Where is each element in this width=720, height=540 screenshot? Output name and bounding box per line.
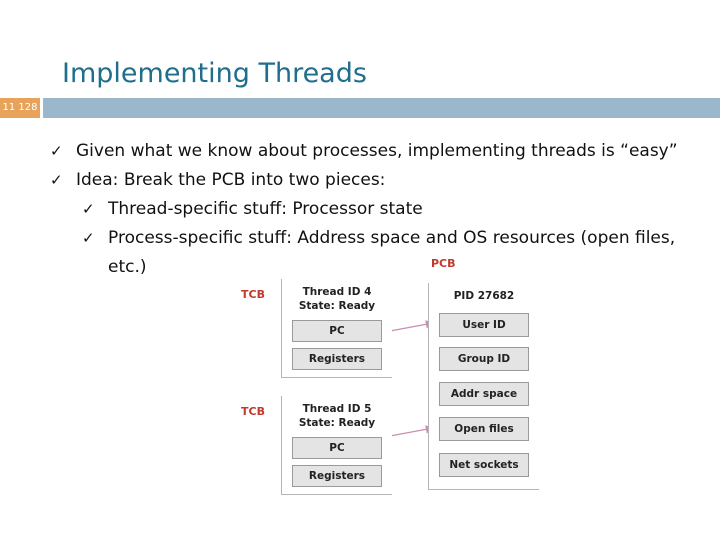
check-icon: ✓ (82, 229, 95, 247)
bullet-text: Given what we know about processes, impl… (76, 141, 678, 161)
tcb-panel-thread-4: Thread ID 4 State: Ready PC Registers (281, 279, 392, 378)
tcb-label: TCB (241, 288, 265, 301)
tcb-field-pc: PC (292, 437, 382, 459)
tcb-field-registers: Registers (292, 465, 382, 487)
bullet-item: ✓ Given what we know about processes, im… (50, 137, 678, 166)
bullet-list: ✓ Given what we know about processes, im… (50, 137, 678, 282)
arrow-tcb2-to-pcb (389, 425, 435, 437)
pcb-field-addr-space: Addr space (439, 382, 529, 406)
pcb-field-group-id: Group ID (439, 347, 529, 371)
pcb-tcb-diagram: PCB TCB TCB Thread ID 4 State: Ready PC … (235, 255, 545, 500)
arrows (389, 320, 435, 437)
tcb-field-registers: Registers (292, 348, 382, 370)
bullet-text: Thread-specific stuff: Processor state (108, 199, 423, 219)
check-icon: ✓ (50, 142, 63, 160)
check-icon: ✓ (50, 171, 63, 189)
arrow-tcb1-to-pcb (389, 320, 435, 332)
slide-title: Implementing Threads (62, 58, 367, 89)
slide-number: 11 128 (0, 98, 40, 118)
tcb-field-pc: PC (292, 320, 382, 342)
header-bar (43, 98, 720, 118)
bullet-item: ✓ Idea: Break the PCB into two pieces: (50, 166, 678, 195)
pcb-field-user-id: User ID (439, 313, 529, 337)
bullet-continuation: etc.) (108, 257, 147, 277)
thread-state: State: Ready (298, 417, 376, 429)
bullet-text: Idea: Break the PCB into two pieces: (76, 170, 386, 190)
pcb-pid: PID 27682 (453, 290, 515, 302)
thread-id: Thread ID 4 (302, 286, 372, 298)
sub-bullet-item: ✓ Process-specific stuff: Address space … (50, 224, 678, 253)
thread-state: State: Ready (298, 300, 376, 312)
tcb-panel-thread-5: Thread ID 5 State: Ready PC Registers (281, 396, 392, 495)
pcb-label: PCB (431, 257, 456, 270)
bullet-text: Process-specific stuff: Address space an… (108, 228, 676, 248)
pcb-field-net-sockets: Net sockets (439, 453, 529, 477)
tcb-label: TCB (241, 405, 265, 418)
thread-id: Thread ID 5 (302, 403, 372, 415)
pcb-panel: PID 27682 User ID Group ID Addr space Op… (428, 283, 539, 490)
sub-bullet-item: ✓ Thread-specific stuff: Processor state (50, 195, 678, 224)
check-icon: ✓ (82, 200, 95, 218)
pcb-field-open-files: Open files (439, 417, 529, 441)
